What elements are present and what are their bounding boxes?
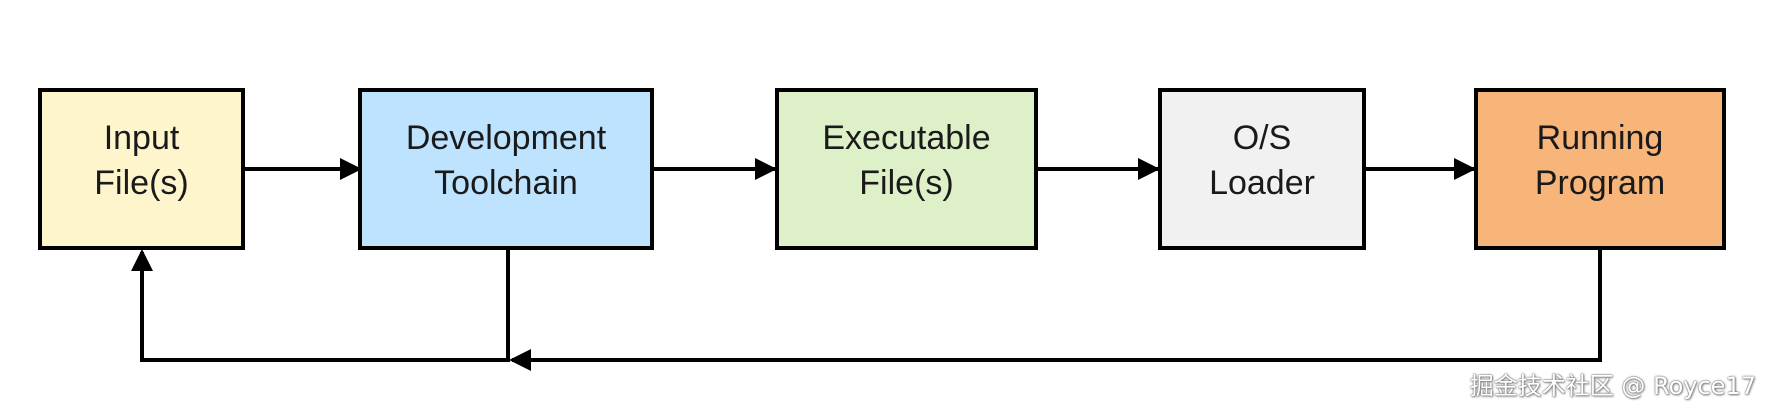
feedback-toolchain-to-input [140,248,510,362]
node-box-running-program [1474,88,1726,250]
node-label-development-toolchain-line-2: Toolchain [434,164,578,202]
node-label-running-program-line-2: Program [1535,164,1665,202]
node-label-input-files-line-2: File(s) [94,164,188,202]
arrowhead-junction-left [509,349,531,371]
arrowhead-loader [1138,158,1160,180]
arrowhead-input-up [131,249,153,271]
arrowhead-running [1454,158,1476,180]
node-label-executable-files-line-1: Executable [822,119,990,157]
node-box-os-loader [1158,88,1366,250]
node-label-os-loader-line-1: O/S [1233,119,1292,157]
feedback-running-to-toolchain [512,248,1602,362]
node-label-running-program-line-1: Running [1537,119,1664,157]
node-label-development-toolchain-line-1: Development [406,119,607,157]
arrowheads [131,158,1476,371]
node-label-executable-files-line-2: File(s) [859,164,953,202]
watermark: 掘金技术社区 @ Royce17 [1469,372,1756,400]
node-os-loader: O/S Loader [1158,88,1366,250]
connectors [140,167,1602,362]
node-box-development-toolchain [358,88,654,250]
arrowhead-toolchain [340,158,362,180]
node-box-executable-files [775,88,1038,250]
node-label-input-files-line-1: Input [104,119,180,157]
node-label-os-loader-line-2: Loader [1209,164,1315,202]
arrowhead-executable [755,158,777,180]
node-box-input-files [38,88,245,250]
